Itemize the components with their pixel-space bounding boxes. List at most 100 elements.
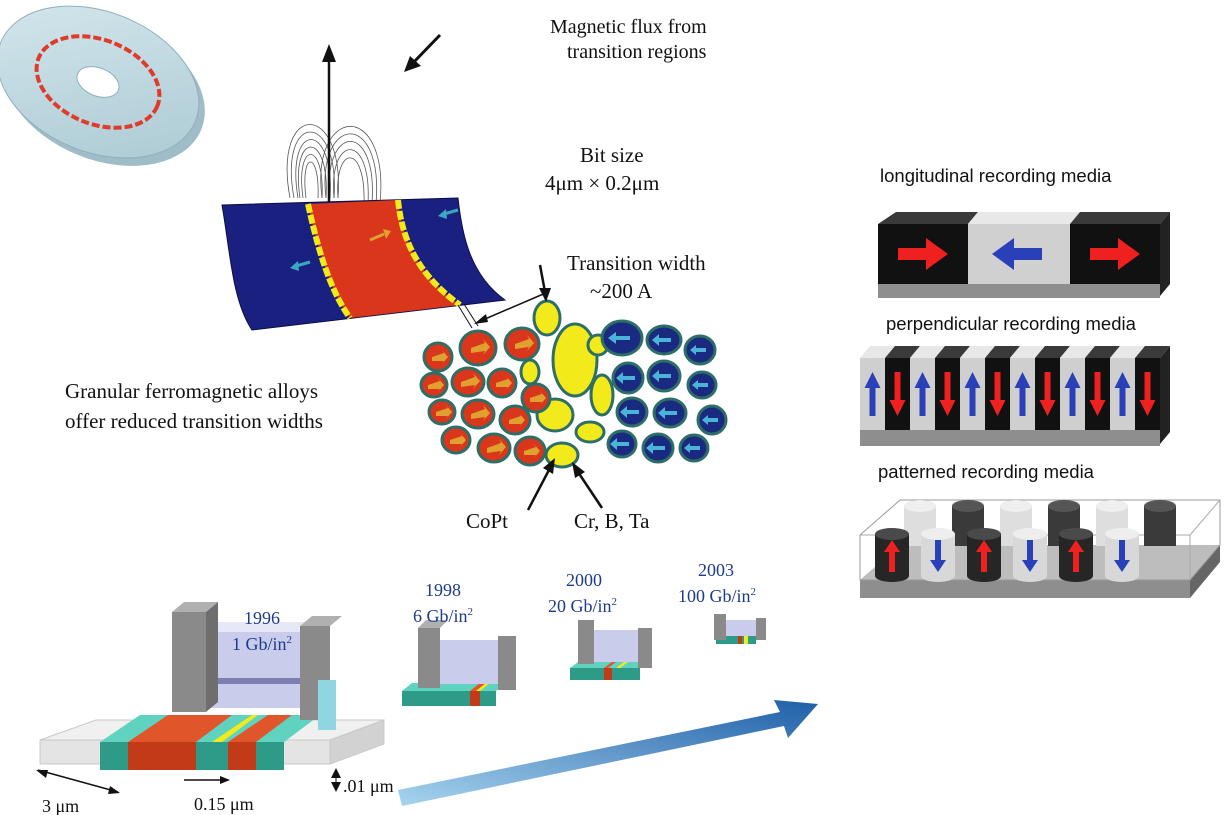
arrow-up-icon [864,372,881,416]
column-top [1060,346,1095,358]
disk-hole [76,66,120,98]
longitudinal-label: longitudinal recording media [880,165,1112,186]
transition-width-label: Transition width [567,251,706,275]
grains-blue [600,319,728,464]
media-sheet [221,197,549,331]
front-cylinder-top [1105,528,1139,540]
arrow-up-icon [964,372,981,416]
density-superscript: 2 [287,634,293,646]
column-top [1135,346,1170,358]
transition-grain-arrow [538,264,551,302]
dimension-3um: 3 μm [42,796,79,815]
column-top [1035,346,1070,358]
density-value: 100 Gb/in [678,586,751,606]
arrow-up-icon [884,540,900,572]
arrow-up-icon [1114,372,1131,416]
density-label: 100 Gb/in2 [678,586,756,606]
flux-lines [286,124,382,205]
density-value: 1 Gb/in [232,634,287,654]
perpendicular-label: perpendicular recording media [886,313,1137,334]
column-top [960,346,995,358]
arrow-down-icon [939,372,956,416]
granular-label-line2: offer reduced transition widths [65,409,323,433]
arrow-right-icon [898,238,948,270]
density-label: 20 Gb/in2 [548,596,617,616]
back-cylinder-top [1144,500,1176,512]
crbta-label: Cr, B, Ta [574,509,650,533]
column-top [935,346,970,358]
year-label: 2003 [698,560,734,580]
grain-yellow [574,420,606,444]
perpendicular-panel: perpendicular recording media [860,313,1170,446]
transition-right [395,199,462,308]
grain-yellow [532,299,562,337]
front-cylinder-base [967,570,1001,582]
head-1998 [402,620,516,706]
transition-left [305,203,353,320]
back-cylinder-top [1048,500,1080,512]
head-1996 [36,602,385,794]
arrow-up-icon [1064,372,1081,416]
copt-arrow [526,458,555,511]
back-cylinder-top [952,500,984,512]
back-cylinder [1144,506,1176,546]
grain-yellow [519,358,541,386]
crbta-arrow [572,462,604,509]
dimension-015um: 0.15 μm [194,794,254,814]
arrow-down-icon [989,372,1006,416]
granular-label-line1: Granular ferromagnetic alloys [65,379,318,403]
column-top [985,346,1020,358]
year-label: 1998 [425,580,461,600]
dimension-001um: .01 μm [343,776,394,796]
arrow-down-icon [930,540,946,572]
arrow-down-icon [1089,372,1106,416]
front-cylinder-base [1059,570,1093,582]
front-cylinder-top [967,528,1001,540]
year-label: 1996 [244,608,280,628]
arrow-down-icon [1022,540,1038,572]
flux-label-arrow [404,33,442,72]
arrow-down-icon [1139,372,1156,416]
year-label: 2000 [566,570,602,590]
patterned-cylinders [875,500,1176,582]
transition-width-value: ~200 A [590,279,653,303]
arrow-up-icon [914,372,931,416]
longitudinal-panel: longitudinal recording media [878,165,1170,298]
column-top [860,346,895,358]
arrow-left-icon [992,238,1042,270]
front-cylinder-top [921,528,955,540]
sheet-arrow-left [290,260,311,271]
grain-yellow [589,373,615,417]
disk-illustration [0,5,205,166]
column-top [910,346,945,358]
grains-red-arrows [428,335,546,458]
front-cylinder-base [1105,570,1139,582]
density-superscript: 2 [468,606,474,618]
bit-size-label: Bit size [580,143,644,167]
density-label: 6 Gb/in2 [413,606,473,626]
arrow-up-icon [1068,540,1084,572]
patterned-label: patterned recording media [878,461,1095,482]
density-value: 6 Gb/in [413,606,468,626]
sheet-arrow-center [369,229,391,242]
flux-label-line1: Magnetic flux from [550,16,707,38]
front-cylinder-base [875,570,909,582]
flux-label-line2: transition regions [567,41,707,63]
back-cylinder-top [904,500,936,512]
disk-track [34,34,162,130]
flux-up-arrow [322,44,336,205]
grain-yellow [551,322,599,398]
front-cylinder-top [875,528,909,540]
sheet-arrow-right [438,208,459,219]
arrow-down-icon [1114,540,1130,572]
bit-size-value: 4μm × 0.2μm [545,171,659,195]
front-cylinder-top [1013,528,1047,540]
front-cylinder-top [1059,528,1093,540]
back-cylinder-top [1000,500,1032,512]
arrow-up-icon [976,540,992,572]
column-top [1085,346,1120,358]
density-superscript: 2 [612,596,618,608]
head-2003 [714,614,766,644]
grain-cluster [519,299,615,469]
